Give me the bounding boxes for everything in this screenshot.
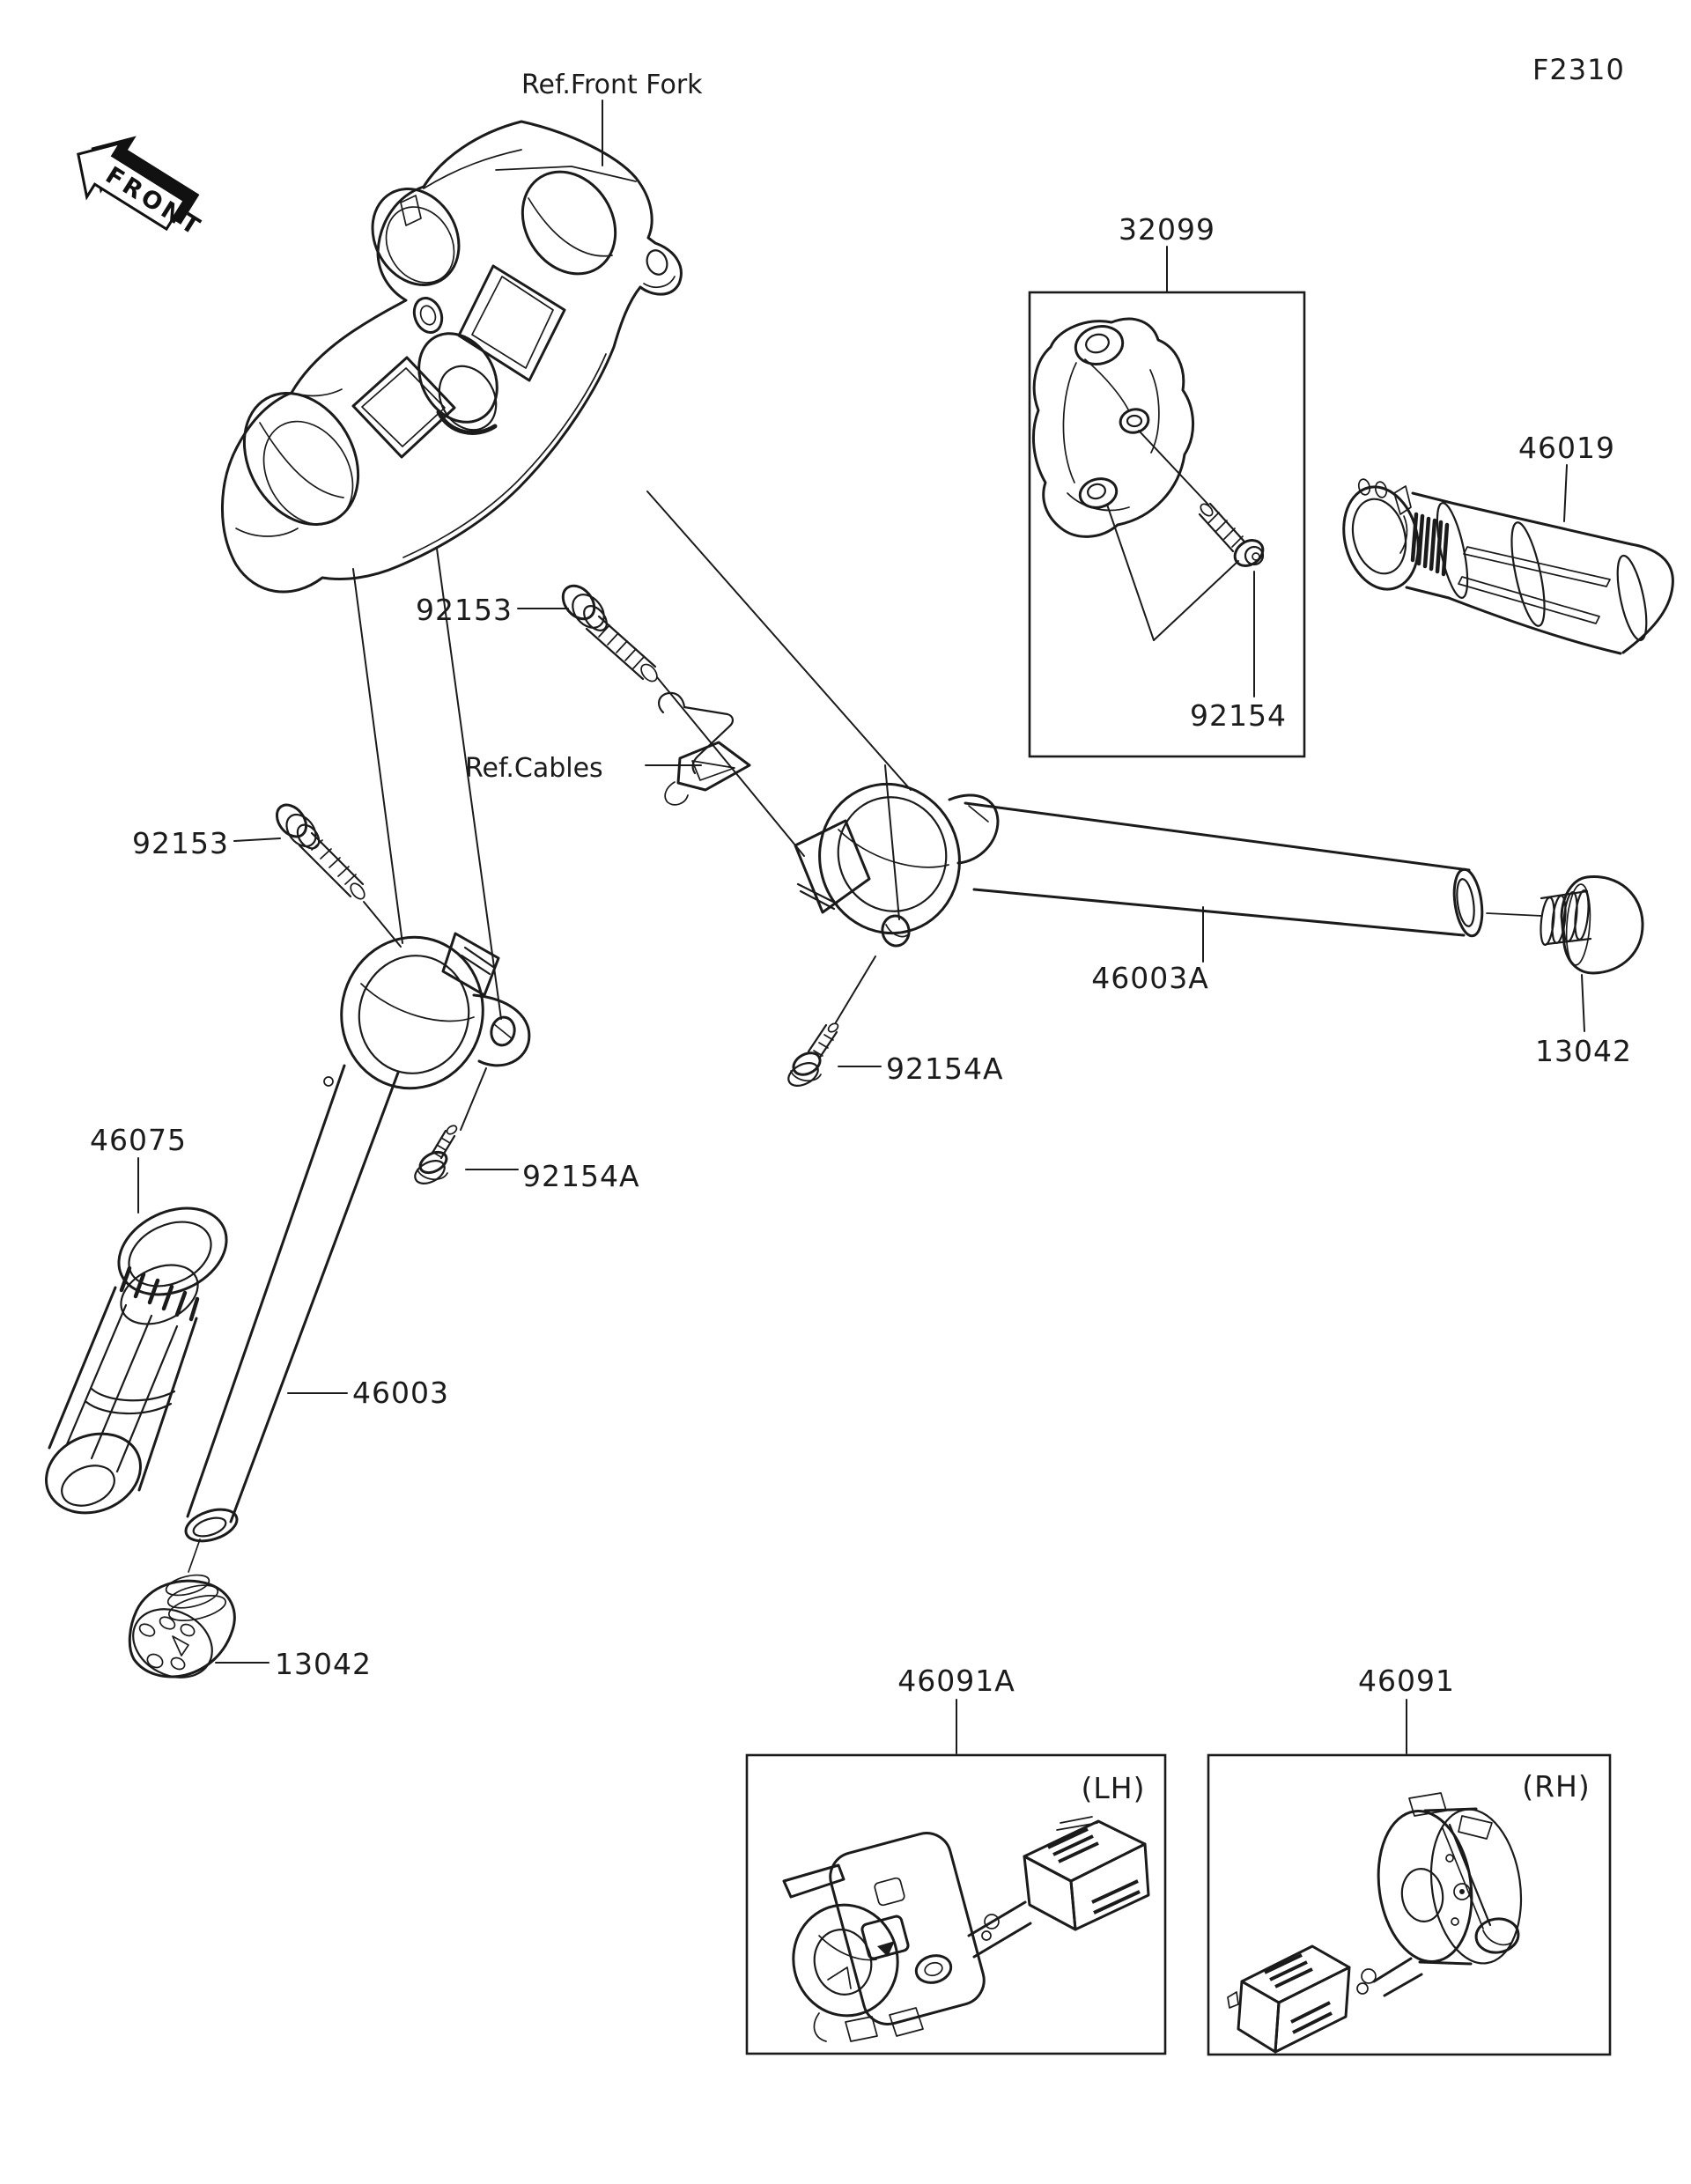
part-label-32099: 32099 bbox=[1119, 212, 1215, 247]
bracket-32099-box bbox=[1028, 291, 1306, 758]
triple-clamp-drawing bbox=[220, 120, 683, 594]
part-label-92153-upper: 92153 bbox=[416, 593, 513, 627]
bar-end-weight-left: 13042 bbox=[128, 1538, 372, 1681]
part-label-92154: 92154 bbox=[1190, 698, 1287, 733]
bracket-32099-group: 32099 92154 bbox=[1028, 212, 1306, 758]
throttle-grip-46019: 46019 bbox=[1342, 431, 1674, 655]
grip-heater-46075: 46075 bbox=[45, 1123, 228, 1515]
part-label-46003A: 46003A bbox=[1091, 961, 1209, 995]
cable-guide: Ref.Cables bbox=[465, 691, 751, 806]
front-direction-arrow: FRONT bbox=[77, 136, 207, 242]
side-marker-lh: (LH) bbox=[1082, 1771, 1146, 1805]
bolt-92153-upper: 92153 bbox=[416, 584, 658, 682]
bolt-92153-lower: 92153 bbox=[132, 803, 366, 900]
ref-cables-label: Ref.Cables bbox=[465, 753, 603, 784]
screw-92154A-right bbox=[787, 1022, 839, 1087]
front-arrow-face bbox=[77, 141, 187, 232]
left-handlebar-assembly: 46003 92154A bbox=[184, 932, 640, 1543]
part-label-13042-left: 13042 bbox=[275, 1647, 372, 1681]
part-label-13042-right: 13042 bbox=[1535, 1034, 1632, 1068]
part-label-92154A-right: 92154A bbox=[886, 1051, 1004, 1086]
right-handlebar-assembly: 46003A 92154A 13042 bbox=[787, 782, 1644, 1087]
screw-92154A-left bbox=[414, 1125, 458, 1184]
label-46019-leader bbox=[1563, 464, 1568, 522]
screw-92154 bbox=[1198, 502, 1265, 567]
part-label-92153-lower: 92153 bbox=[132, 826, 229, 860]
switch-rh-box bbox=[1207, 1753, 1612, 2056]
side-marker-rh: (RH) bbox=[1522, 1769, 1591, 1804]
figure-code: F2310 bbox=[1532, 53, 1625, 86]
switch-housing-lh-group: 46091A (LH) bbox=[745, 1664, 1167, 2055]
assembly-lines bbox=[352, 491, 912, 1131]
part-label-92154A-left: 92154A bbox=[522, 1159, 640, 1193]
ref-front-fork-label: Ref.Front Fork bbox=[521, 70, 703, 100]
label-13042-right-leader bbox=[1581, 974, 1585, 1032]
part-label-46019: 46019 bbox=[1518, 431, 1615, 465]
label-92153-lower-leader bbox=[233, 837, 281, 842]
switch-lh-box bbox=[745, 1753, 1167, 2055]
part-label-46075: 46075 bbox=[90, 1123, 187, 1157]
switch-housing-rh-group: 46091 (RH) bbox=[1207, 1664, 1612, 2056]
part-label-46003: 46003 bbox=[352, 1376, 449, 1410]
part-label-46091: 46091 bbox=[1358, 1664, 1455, 1698]
bar-end-weight-right bbox=[1486, 875, 1644, 975]
part-label-46091A: 46091A bbox=[897, 1664, 1015, 1698]
